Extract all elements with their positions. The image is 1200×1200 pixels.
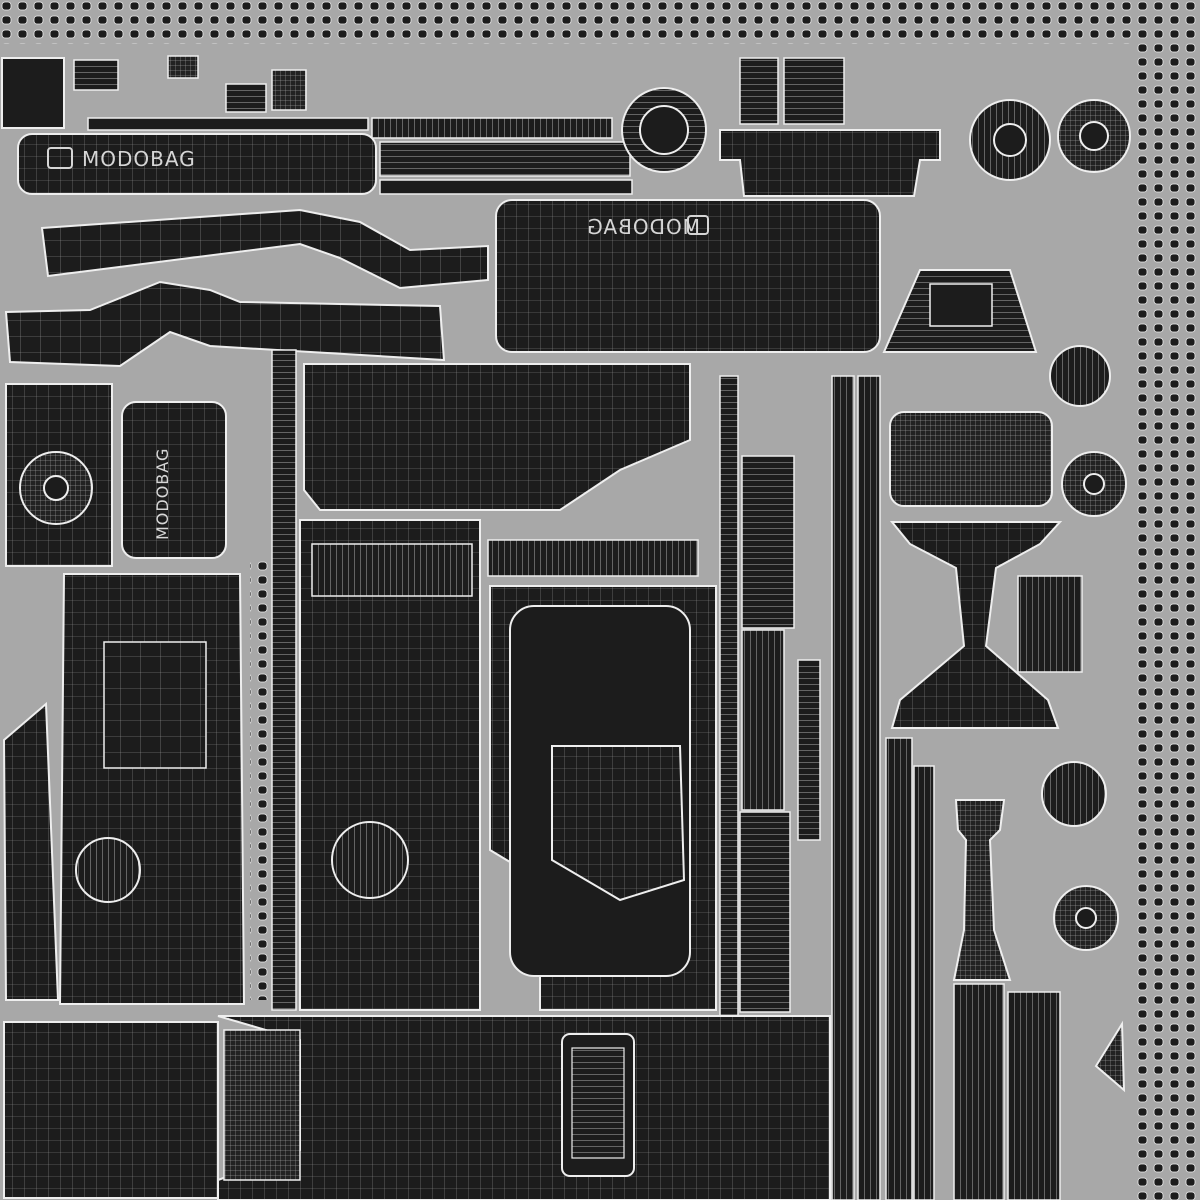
uv-island-bottom-main (217, 1015, 831, 1200)
wheel-island-2 (969, 99, 1051, 181)
uv-label-panel-vertical (121, 401, 227, 559)
uv-island-triangle (1094, 1020, 1126, 1093)
uv-island (1, 57, 65, 129)
uv-rail (741, 455, 795, 629)
uv-rail (797, 659, 821, 841)
uv-island-cluster-right (1135, 44, 1200, 1200)
uv-island (953, 983, 1005, 1200)
uv-island (225, 83, 267, 113)
wheel-island-5 (1061, 451, 1127, 517)
uv-island (889, 411, 1053, 507)
uv-handle-strip-2 (4, 280, 446, 368)
uv-island-body (299, 519, 481, 1011)
uv-island-hourglass (889, 521, 1063, 729)
uv-island (379, 141, 631, 177)
uv-rail (913, 765, 935, 1200)
uv-island (571, 1047, 625, 1159)
uv-island-round (331, 821, 409, 899)
uv-island-dumbbell (952, 799, 1012, 981)
uv-island-round (1049, 345, 1111, 407)
uv-island-shield (551, 745, 686, 902)
uv-island (223, 1029, 301, 1181)
uv-island (929, 283, 993, 327)
uv-rail (271, 349, 297, 1011)
uv-handle-strip-1 (40, 208, 489, 290)
wheel-island-1 (621, 87, 707, 173)
brand-label-vertical: MODOBAG (153, 448, 172, 540)
uv-island (73, 59, 119, 91)
uv-island (379, 179, 633, 195)
uv-label-panel-top (17, 133, 377, 195)
uv-island-tray (719, 129, 941, 197)
uv-island (487, 539, 699, 577)
uv-island-bottom-left (3, 1021, 219, 1199)
uv-island (739, 57, 779, 125)
uv-island (783, 57, 845, 125)
uv-island-round (75, 837, 141, 903)
uv-rail (831, 375, 855, 1200)
logo-badge-icon (687, 215, 709, 235)
uv-island-left-bottom (58, 573, 246, 1005)
uv-island (103, 641, 207, 769)
uv-island (311, 543, 473, 597)
brand-label-top: MODOBAG (82, 147, 196, 171)
uv-island-cluster-top (0, 0, 1200, 44)
uv-rail (719, 375, 739, 1017)
uv-island-wedge (2, 701, 60, 1001)
uv-island-main-top (303, 363, 691, 511)
uv-rail (857, 375, 881, 1200)
uv-island (167, 55, 199, 79)
wheel-island-6 (1053, 885, 1119, 951)
uv-island (271, 69, 307, 111)
uv-island (1017, 575, 1083, 673)
uv-label-panel-mirrored (495, 199, 881, 353)
brand-label-mirrored: MODOBAG (586, 215, 700, 239)
uv-island-round (1041, 761, 1107, 827)
uv-island (371, 117, 613, 139)
uv-rail (739, 811, 791, 1013)
uv-rail (885, 737, 913, 1200)
uv-rail (741, 629, 785, 811)
logo-badge-icon (47, 147, 73, 169)
uv-island (1007, 991, 1061, 1200)
uv-island (87, 117, 369, 131)
wheel-island-4 (19, 451, 93, 525)
uv-island-cluster-strip (250, 560, 268, 1000)
wheel-island-3 (1057, 99, 1131, 173)
